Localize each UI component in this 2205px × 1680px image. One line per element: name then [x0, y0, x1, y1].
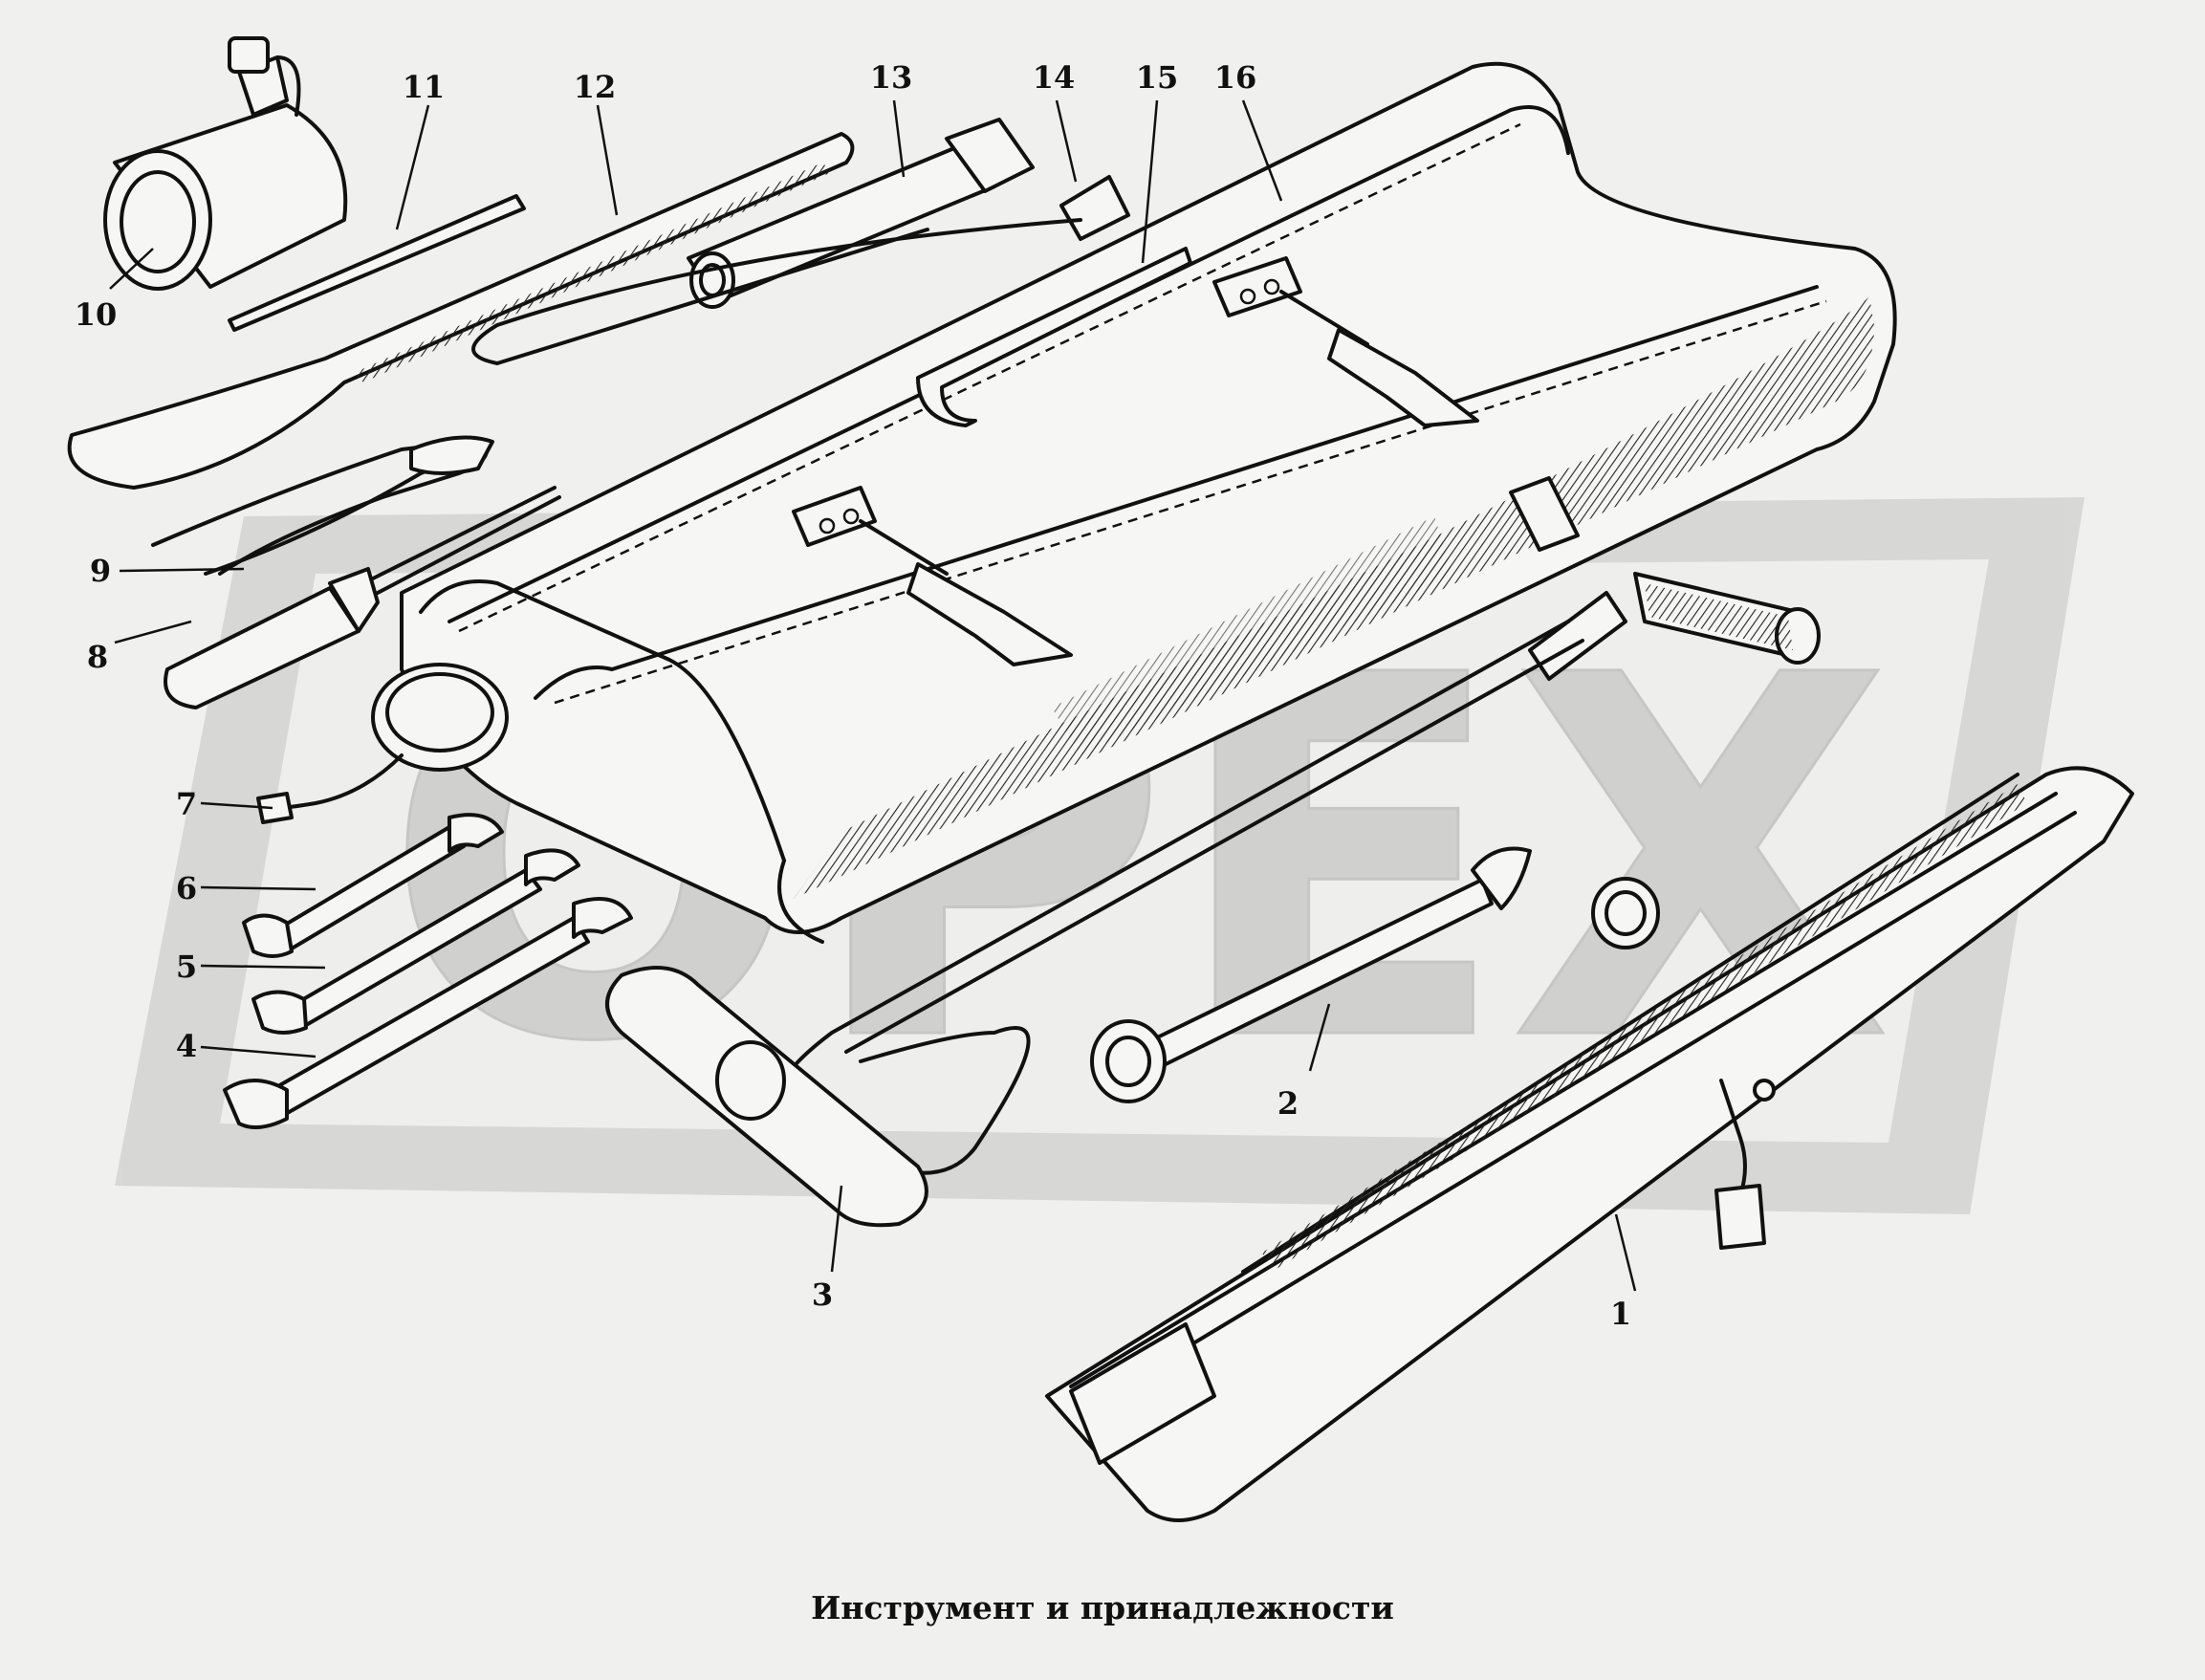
callout-labels: 1 2 3 4 5 6 7 8 9 10 11 12 13 14 15 16: [75, 59, 1631, 1332]
item-7-pressure-gauge: [256, 663, 509, 824]
item-8-screwdriver: [164, 486, 561, 709]
leader-6: [200, 885, 317, 891]
leader-5: [200, 964, 326, 970]
bag-strap-left: [792, 486, 1073, 666]
callout-11: 11: [403, 69, 446, 105]
item-10-cylinder: [103, 36, 348, 291]
item-4-wrench: [223, 897, 633, 1129]
tool-bag: [400, 61, 1897, 944]
leader-8: [114, 620, 192, 644]
leader-12: [596, 104, 619, 216]
item-6-wrench: [242, 813, 504, 958]
item-1-jack: [1045, 766, 2134, 1522]
callout-12: 12: [574, 69, 617, 105]
item-9-pliers: [151, 435, 494, 576]
callout-9: 9: [90, 553, 111, 589]
callout-16: 16: [1214, 59, 1257, 96]
leader-3: [830, 1185, 843, 1273]
leader-10: [109, 248, 154, 290]
callout-10: 10: [75, 296, 118, 333]
bag-strap-right: [1212, 256, 1479, 427]
leader-7: [200, 801, 273, 810]
leader-9: [119, 567, 245, 573]
leader-14: [1055, 99, 1078, 183]
item-14-hook-rod: [471, 175, 1130, 365]
callout-15: 15: [1136, 59, 1179, 96]
callout-1: 1: [1610, 1296, 1631, 1332]
leader-lines: [109, 99, 1637, 1292]
callout-8: 8: [87, 639, 108, 675]
leader-11: [395, 104, 430, 230]
callout-3: 3: [812, 1276, 833, 1313]
leader-15: [1141, 99, 1159, 264]
item-5-wrench: [251, 848, 580, 1035]
callout-2: 2: [1277, 1085, 1299, 1122]
item-2-ring-wrench: [1090, 846, 1660, 1103]
item-3-tire-pump: [605, 476, 1821, 1228]
leader-2: [1308, 1003, 1331, 1072]
leader-13: [892, 99, 906, 178]
leader-4: [200, 1045, 317, 1058]
callout-7: 7: [176, 786, 197, 822]
leader-16: [1241, 99, 1283, 202]
item-11-pin: [228, 194, 526, 332]
callout-5: 5: [176, 949, 197, 985]
item-15-rod: [916, 247, 1192, 427]
item-12-lever: [67, 132, 855, 490]
callout-6: 6: [176, 870, 197, 906]
callout-4: 4: [176, 1028, 197, 1064]
diagram-caption: Инструмент и принадлежности: [811, 1589, 1394, 1626]
callout-13: 13: [870, 59, 913, 96]
callout-14: 14: [1033, 59, 1076, 96]
leader-1: [1614, 1213, 1637, 1292]
